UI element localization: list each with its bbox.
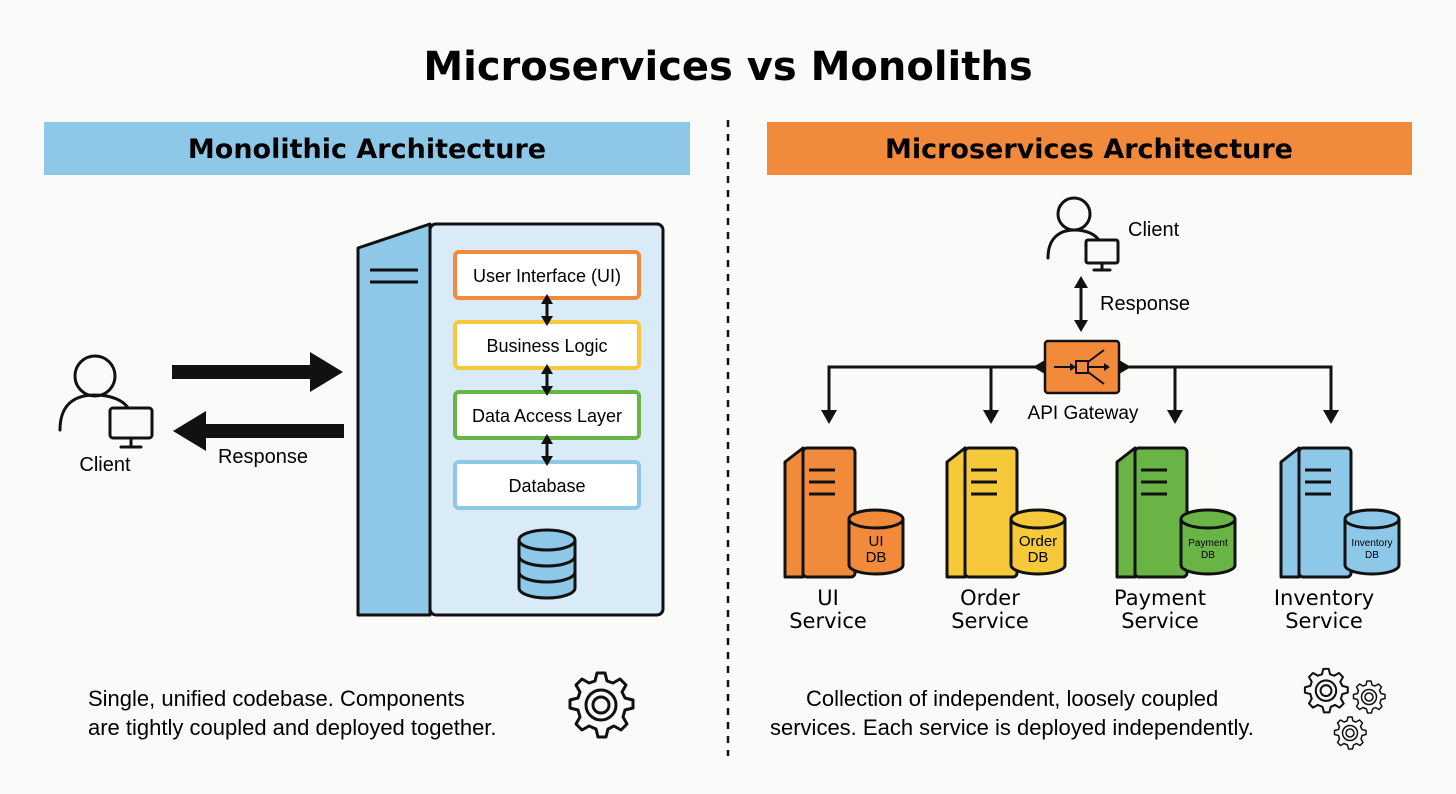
monolith-client-label: Client — [79, 454, 131, 476]
server-side — [945, 446, 967, 579]
service-name-line1: Payment — [1114, 586, 1206, 610]
api-gateway-label: API Gateway — [1028, 403, 1139, 424]
response-arrow — [173, 411, 344, 451]
db-cylinder-body — [1343, 519, 1401, 576]
microservices-response-label: Response — [1100, 293, 1190, 315]
monolith-description-line2: are tightly coupled and deployed togethe… — [88, 715, 497, 740]
service-name-line2: Service — [1285, 609, 1363, 633]
db-label-line2: DB — [1028, 549, 1049, 566]
services-layer: UIDBUIServiceOrderDBOrderServicePaymentD… — [783, 446, 1401, 633]
service-name-line1: UI — [817, 586, 839, 610]
monolith-header-bar — [44, 122, 690, 175]
microservices-client-label: Client — [1128, 219, 1180, 241]
server-body — [1297, 446, 1353, 579]
db-cylinder-body — [1009, 519, 1067, 576]
db-label-line2: DB — [866, 549, 887, 566]
api-gateway-icon — [1043, 339, 1121, 395]
gears-icon — [1303, 667, 1386, 750]
db-cylinder-top — [1009, 508, 1067, 530]
microservices-description-line2: services. Each service is deployed indep… — [770, 715, 1254, 740]
layer-data-access: Data Access Layer — [453, 390, 641, 440]
monolith-header-title: Monolithic Architecture — [188, 134, 546, 165]
db-label-line1: Order — [1019, 533, 1057, 550]
monolith-description-line1: Single, unified codebase. Components — [88, 686, 465, 711]
microservices-header-bar — [767, 122, 1412, 175]
layer-business-logic: Business Logic — [453, 320, 641, 370]
service-name-line1: Order — [960, 586, 1020, 610]
db-cylinder-top — [1179, 508, 1237, 530]
gateway-arrowheads — [821, 360, 1339, 424]
microservices-client-icon — [1046, 196, 1120, 272]
db-cylinder-body — [1179, 519, 1237, 576]
layer-database: Database — [453, 460, 641, 510]
service-name-line2: Service — [789, 609, 867, 633]
db-label-line2: DB — [1201, 550, 1215, 561]
server-body — [801, 446, 857, 579]
monolith-client-icon — [58, 354, 154, 449]
server-body — [963, 446, 1019, 579]
layer-database-label: Database — [508, 476, 585, 496]
db-cylinder-top — [847, 508, 905, 530]
server-side — [1115, 446, 1137, 579]
server-body — [1133, 446, 1189, 579]
server-side — [1279, 446, 1301, 579]
layer-connectors — [541, 294, 553, 466]
database-icon — [517, 528, 577, 600]
monolith-response-label: Response — [218, 446, 308, 468]
service-name-line2: Service — [1121, 609, 1199, 633]
service-name-line2: Service — [951, 609, 1029, 633]
client-gateway-arrow — [1074, 276, 1088, 332]
server-side — [783, 446, 805, 579]
microservices-header-title: Microservices Architecture — [885, 134, 1293, 165]
db-cylinder-body — [847, 519, 905, 576]
gateway-connections — [827, 365, 1333, 412]
page-title: Microservices vs Monoliths — [423, 44, 1032, 90]
layer-business-logic-label: Business Logic — [486, 336, 607, 356]
db-label-line2: DB — [1365, 550, 1379, 561]
db-label-line1: Inventory — [1351, 538, 1392, 549]
layer-ui: User Interface (UI) — [453, 250, 641, 300]
microservices-description-line1: Collection of independent, loosely coupl… — [806, 686, 1218, 711]
gear-icon — [568, 671, 635, 739]
request-arrow — [172, 352, 343, 392]
layer-data-access-label: Data Access Layer — [472, 406, 622, 426]
layer-ui-label: User Interface (UI) — [473, 266, 621, 286]
service-name-line1: Inventory — [1274, 586, 1374, 610]
db-label-line1: UI — [869, 533, 884, 550]
db-label-line1: Payment — [1188, 538, 1228, 549]
db-cylinder-top — [1343, 508, 1401, 530]
